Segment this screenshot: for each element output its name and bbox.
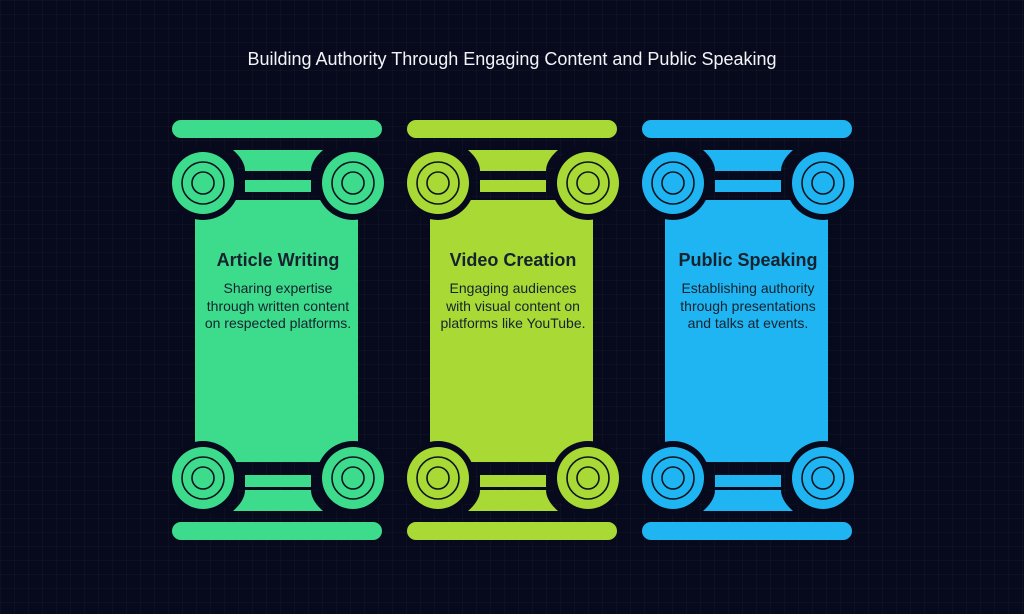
volute-icon xyxy=(642,152,704,214)
pillar-column-icon xyxy=(171,120,385,540)
capital-band xyxy=(480,475,546,487)
capital-band xyxy=(480,180,546,192)
pillar-heading: Public Speaking xyxy=(678,250,818,270)
capital-block xyxy=(703,490,793,511)
volute-icon xyxy=(792,447,854,509)
top-bar xyxy=(642,120,852,138)
pillar-description: Establishing authority through presentat… xyxy=(680,280,816,331)
volute-icon xyxy=(557,447,619,509)
capital-band xyxy=(245,475,311,487)
bottom-bar xyxy=(407,522,617,540)
shaft xyxy=(195,200,358,462)
pillar-description: Sharing expertise through written conten… xyxy=(204,280,352,331)
bottom-bar xyxy=(172,522,382,540)
volute-icon xyxy=(322,152,384,214)
pillar-public-speaking: Public Speaking Establishing authority t… xyxy=(641,118,855,544)
capital-block xyxy=(468,150,558,171)
volute-icon xyxy=(642,447,704,509)
capital-block xyxy=(468,490,558,511)
capital-block xyxy=(233,490,323,511)
capital-block xyxy=(233,150,323,171)
pillar-column-icon xyxy=(406,120,620,540)
shaft xyxy=(430,200,593,462)
pillar-heading: Video Creation xyxy=(449,250,577,270)
bottom-bar xyxy=(642,522,852,540)
volute-icon xyxy=(172,447,234,509)
capital-band xyxy=(715,475,781,487)
pillar-description: Engaging audiences with visual content o… xyxy=(440,280,586,331)
volute-icon xyxy=(407,447,469,509)
top-bar xyxy=(172,120,382,138)
pillar-heading: Article Writing xyxy=(216,250,340,270)
volute-icon xyxy=(322,447,384,509)
capital-block xyxy=(703,150,793,171)
pillar-video-creation: Video Creation Engaging audiences with v… xyxy=(406,118,620,544)
pillar-column-icon xyxy=(641,120,855,540)
capital-band xyxy=(245,180,311,192)
shaft xyxy=(665,200,828,462)
diagram-title: Building Authority Through Engaging Cont… xyxy=(247,49,777,69)
pillar-article-writing: Article Writing Sharing expertise throug… xyxy=(171,118,385,544)
volute-icon xyxy=(792,152,854,214)
top-bar xyxy=(407,120,617,138)
capital-band xyxy=(715,180,781,192)
volute-icon xyxy=(172,152,234,214)
volute-icon xyxy=(557,152,619,214)
volute-icon xyxy=(407,152,469,214)
